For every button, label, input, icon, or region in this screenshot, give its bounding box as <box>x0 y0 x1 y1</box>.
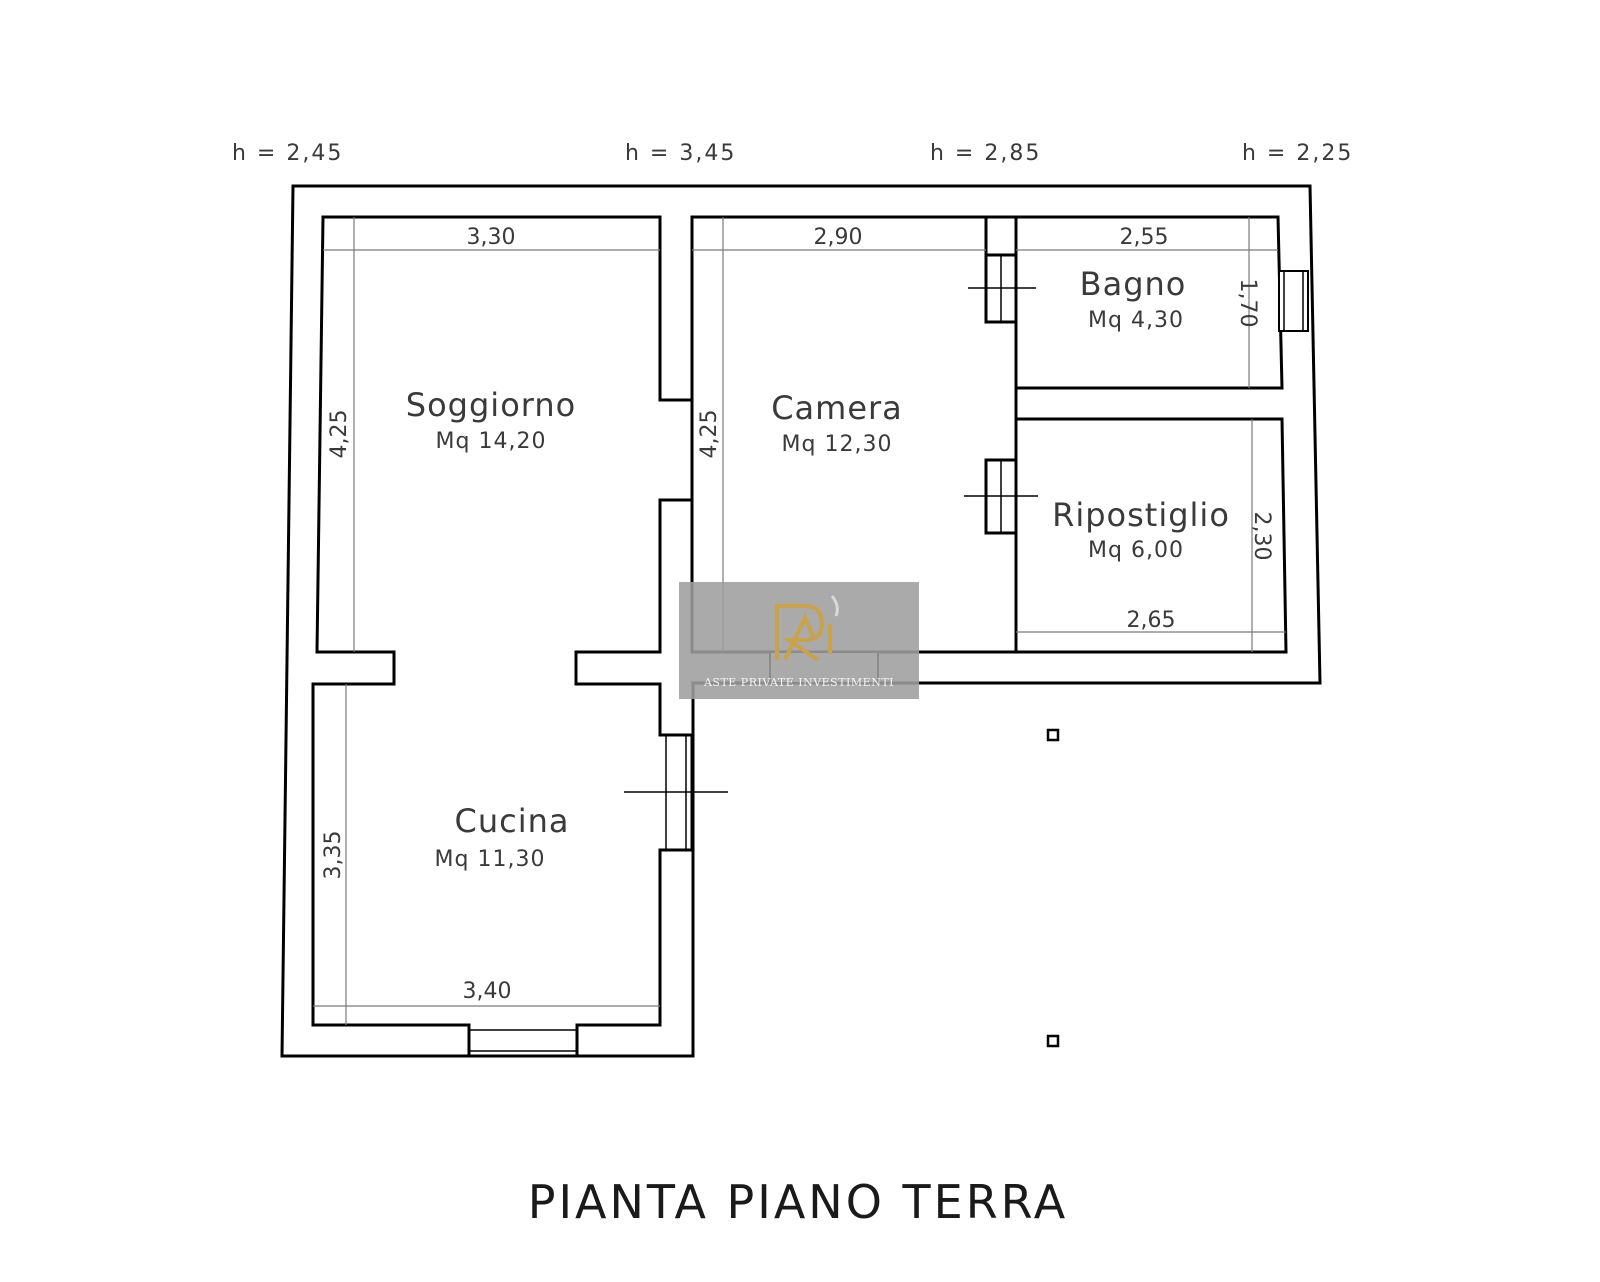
ripostiglio-interior <box>1014 417 1288 654</box>
height-label-4: h = 2,25 <box>1242 141 1353 166</box>
room-soggiorno-area: Mq 14,20 <box>436 429 547 454</box>
dim-bagno-depth: 1,70 <box>1235 279 1260 328</box>
plan-title: PIANTA PIANO TERRA <box>528 1175 1069 1229</box>
dim-ripostiglio-width: 2,65 <box>1127 608 1176 633</box>
room-ripostiglio-area: Mq 6,00 <box>1088 538 1184 563</box>
watermark-logo <box>775 595 839 662</box>
height-label-2: h = 3,45 <box>625 141 736 166</box>
room-camera-name: Camera <box>771 389 903 427</box>
soggiorno-cucina-interior <box>311 215 694 1058</box>
dim-camera-depth: 4,25 <box>697 410 722 459</box>
dimension-lines <box>313 217 1286 1025</box>
bagno-interior <box>1014 215 1284 390</box>
room-bagno-area: Mq 4,30 <box>1088 308 1184 333</box>
dim-ripostiglio-depth: 2,30 <box>1249 512 1274 561</box>
dim-camera-width: 2,90 <box>814 225 863 250</box>
room-cucina-name: Cucina <box>455 802 570 840</box>
height-label-3: h = 2,85 <box>930 141 1041 166</box>
room-cucina-area: Mq 11,30 <box>435 847 546 872</box>
room-camera-area: Mq 12,30 <box>782 432 893 457</box>
dim-soggiorno-width: 3,30 <box>467 225 516 250</box>
pillar-1 <box>1046 728 1060 742</box>
watermark-text: ASTE PRIVATE INVESTIMENTI <box>703 676 894 689</box>
room-labels: Soggiorno Mq 14,20 Camera Mq 12,30 Bagno… <box>406 265 1230 872</box>
height-label-1: h = 2,45 <box>232 141 343 166</box>
room-ripostiglio-name: Ripostiglio <box>1052 496 1230 534</box>
dim-bagno-width: 2,55 <box>1120 225 1169 250</box>
dim-soggiorno-depth: 4,25 <box>327 410 352 459</box>
room-soggiorno-name: Soggiorno <box>406 386 576 424</box>
dimension-labels: 3,30 4,25 2,90 4,25 2,55 1,70 2,65 2,30 … <box>321 225 1274 1004</box>
pillar-2 <box>1046 1034 1060 1048</box>
height-labels: h = 2,45 h = 3,45 h = 2,85 h = 2,25 <box>232 141 1353 166</box>
watermark: ASTE PRIVATE INVESTIMENTI <box>679 582 919 699</box>
room-bagno-name: Bagno <box>1080 265 1187 303</box>
dim-cucina-width: 3,40 <box>463 979 512 1004</box>
dim-cucina-depth: 3,35 <box>321 831 346 880</box>
